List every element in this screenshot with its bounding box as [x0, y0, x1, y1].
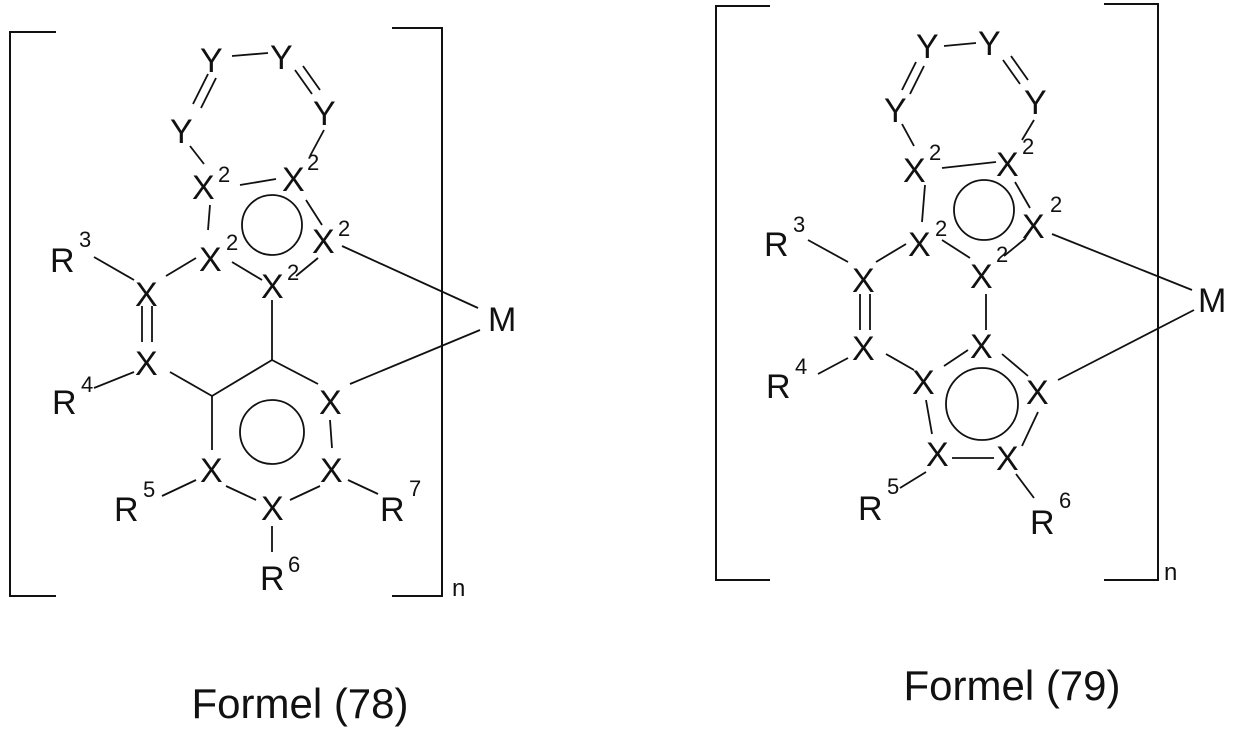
y-atom: Y — [270, 39, 293, 77]
x-atom: X — [852, 330, 875, 368]
x-atom: X — [320, 452, 343, 490]
atoms: Y Y Y Y X 2 X 2 X 2 X 2 X 2 X X X X X X … — [50, 39, 516, 602]
y-atom: Y — [170, 113, 193, 151]
x2-superscript: 2 — [307, 150, 319, 175]
r5-index: 5 — [887, 474, 899, 499]
formula-78: Y Y Y Y X 2 X 2 X 2 X 2 X 2 X X X X X X … — [10, 28, 516, 727]
x2-superscript: 2 — [226, 230, 238, 255]
x2-superscript: 2 — [929, 140, 941, 165]
metal-atom: M — [488, 301, 516, 339]
r6-letter: R — [1030, 504, 1055, 542]
r5-letter: R — [858, 490, 883, 528]
r4-index: 4 — [81, 372, 93, 397]
x-atom: X — [970, 328, 993, 366]
y-atom: Y — [313, 95, 336, 133]
x2-atom-base: X — [312, 223, 335, 261]
x2-atom-base: X — [192, 169, 215, 207]
r6-index: 6 — [1059, 488, 1071, 513]
r5-index: 5 — [143, 477, 155, 502]
x2-atom-base: X — [199, 241, 222, 279]
r7-index: 7 — [409, 476, 421, 501]
r4-letter: R — [52, 384, 77, 422]
x-atom: X — [852, 262, 875, 300]
r3-letter: R — [50, 242, 75, 280]
r3-letter: R — [764, 226, 789, 264]
repeat-index: n — [1164, 559, 1177, 586]
x-atom: X — [912, 364, 935, 402]
x-atom: X — [996, 440, 1019, 478]
x-atom: X — [926, 436, 949, 474]
left-bracket — [10, 32, 56, 596]
x-atom: X — [1026, 374, 1049, 412]
metal-atom: M — [1198, 282, 1226, 320]
x-atom: X — [200, 452, 223, 490]
r6-letter: R — [260, 560, 285, 598]
y-atom: Y — [200, 42, 223, 80]
y-atom: Y — [978, 25, 1001, 63]
x2-superscript: 2 — [1050, 192, 1062, 217]
x2-atom-base: X — [1022, 208, 1045, 246]
repeat-index: n — [452, 575, 465, 602]
y-atom: Y — [916, 28, 939, 66]
x-atom: X — [135, 276, 158, 314]
right-bracket — [1104, 4, 1158, 580]
x2-atom-base: X — [970, 258, 993, 296]
r5-letter: R — [114, 491, 139, 529]
x2-superscript: 2 — [287, 260, 299, 285]
r4-index: 4 — [795, 354, 807, 379]
x-atom: X — [135, 345, 158, 383]
x2-superscript: 2 — [338, 216, 350, 241]
x-atom: X — [261, 490, 284, 528]
x2-superscript: 2 — [935, 216, 947, 241]
x2-atom-base: X — [903, 152, 926, 190]
y-atom: Y — [1024, 84, 1047, 122]
r7-letter: R — [380, 491, 405, 529]
r4-letter: R — [766, 368, 791, 406]
x2-superscript: 2 — [218, 162, 230, 187]
x2-superscript: 2 — [1022, 134, 1034, 159]
x2-atom-base: X — [261, 268, 284, 306]
r6-index: 6 — [288, 552, 300, 577]
x-atom: X — [319, 384, 342, 422]
x2-atom-base: X — [996, 146, 1019, 184]
formula-79: Y Y Y Y X 2 X 2 X 2 X 2 X 2 X X X X X X … — [716, 4, 1226, 709]
caption-78: Formel (78) — [191, 680, 408, 727]
y-atom: Y — [884, 92, 907, 130]
x2-atom-base: X — [908, 226, 931, 264]
caption-79: Formel (79) — [903, 662, 1120, 709]
x2-atom-base: X — [282, 161, 305, 199]
r3-index: 3 — [793, 212, 805, 237]
r3-index: 3 — [79, 227, 91, 252]
x2-superscript: 2 — [996, 242, 1008, 267]
atoms: Y Y Y Y X 2 X 2 X 2 X 2 X 2 X X X X X X … — [764, 25, 1226, 586]
left-bracket — [716, 6, 770, 580]
